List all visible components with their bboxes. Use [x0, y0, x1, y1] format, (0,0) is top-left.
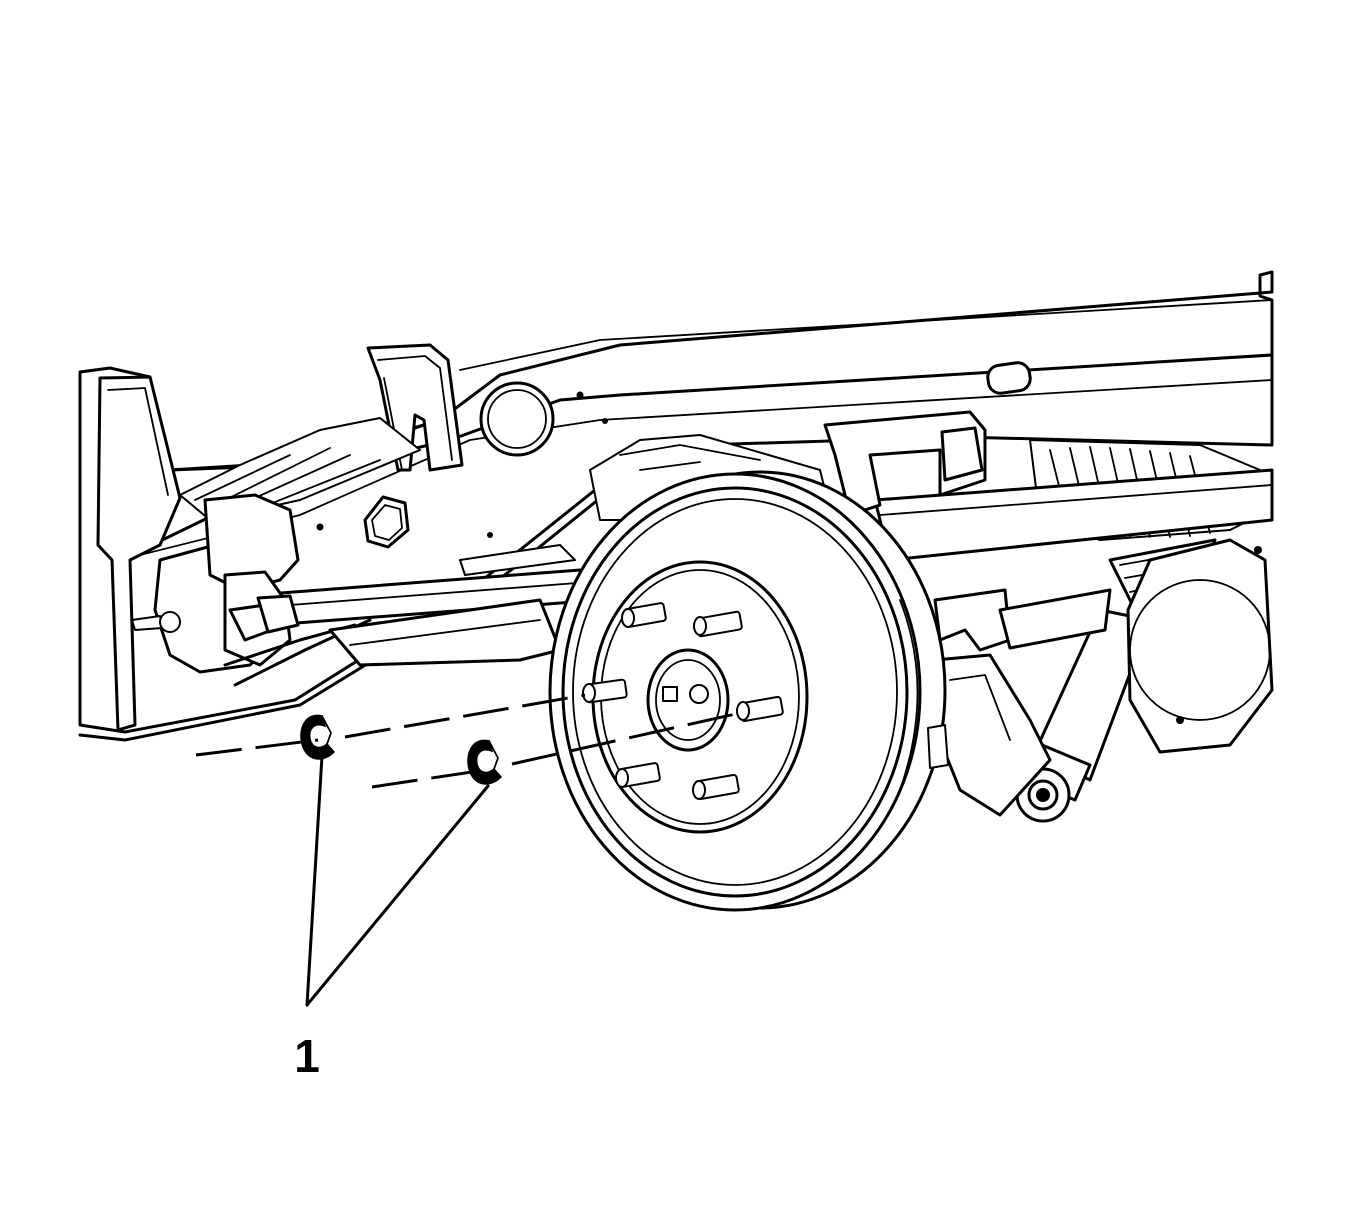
retaining-clip: [467, 739, 503, 785]
alignment-lines: [195, 693, 741, 789]
wheel-studs: [582, 602, 784, 801]
brake-drum: [548, 470, 949, 912]
retaining-clip: [300, 714, 336, 760]
callout-label: 1: [294, 1030, 320, 1082]
brake-bracket: [933, 588, 1112, 817]
wheel-stud: [736, 695, 784, 723]
differential-housing: [1126, 538, 1274, 754]
frame-hanger-bracket: [96, 375, 182, 732]
wheel-stud: [692, 773, 740, 801]
wheel-stud: [621, 602, 667, 628]
callout-leaders: [305, 754, 490, 1007]
wheel-stud: [582, 678, 628, 704]
wheel-stud: [615, 762, 661, 788]
wheel-stud: [693, 610, 743, 638]
